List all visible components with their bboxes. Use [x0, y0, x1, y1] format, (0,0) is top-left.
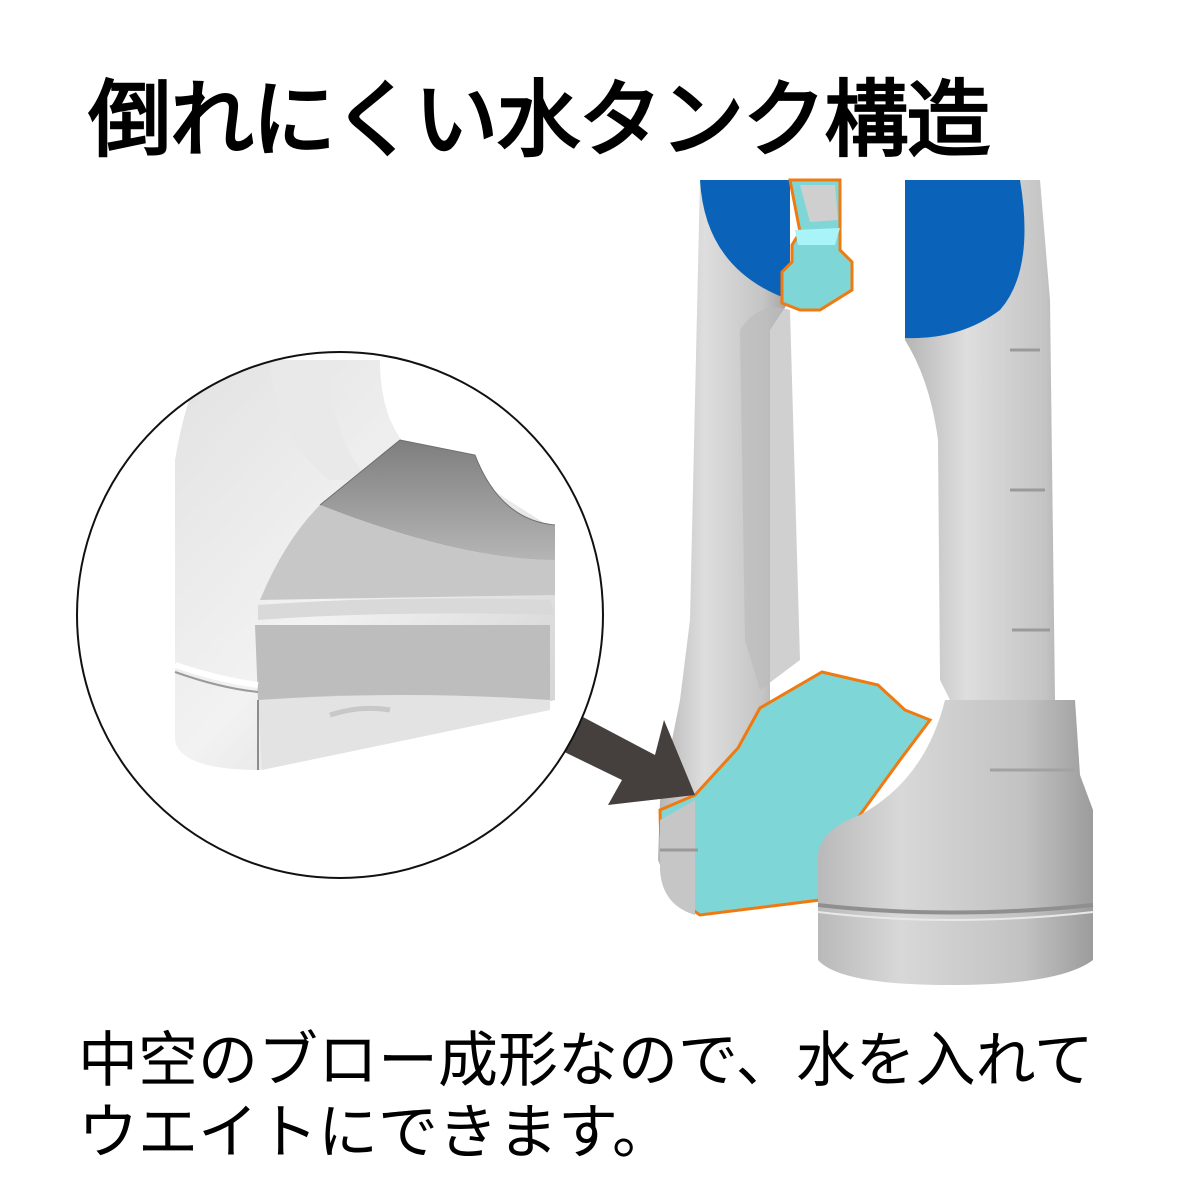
- caption: 中空のブロー成形なので、水を入れて ウエイトにできます。: [78, 1025, 1094, 1169]
- right-blue-panel: [905, 180, 1025, 339]
- magnifier-circle: [76, 351, 604, 879]
- left-blue-panel: [700, 180, 790, 300]
- fan-right-column: [905, 180, 1080, 820]
- page-title: 倒れにくい水タンク構造: [88, 71, 990, 169]
- caption-line-2: ウエイトにできます。: [78, 1098, 672, 1168]
- base-water-section: [658, 670, 933, 917]
- upper-water-section: [780, 178, 854, 312]
- fan-right-base: [817, 700, 1094, 985]
- caption-line-1: 中空のブロー成形なので、水を入れて: [78, 1026, 1094, 1096]
- pointer-arrow: [550, 707, 695, 805]
